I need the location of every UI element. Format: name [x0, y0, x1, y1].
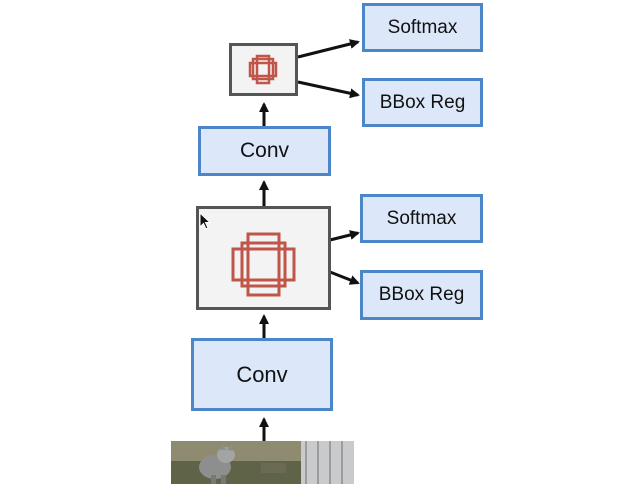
- conv-box-top: Conv: [198, 126, 331, 176]
- conv-box-bottom: Conv: [191, 338, 333, 411]
- anchor-boxes-icon: [231, 232, 296, 297]
- conv-label-bottom: Conv: [236, 361, 288, 387]
- bbox-reg-label-top: BBox Reg: [379, 91, 466, 113]
- anchor-box-large: [196, 206, 331, 310]
- arrow-anchors-to-bbox-reg: [329, 270, 360, 285]
- bbox-reg-label-mid: BBox Reg: [378, 284, 465, 305]
- conv-label-top: Conv: [239, 139, 290, 162]
- softmax-label-top: Softmax: [387, 16, 458, 38]
- softmax-box-mid: Softmax: [360, 194, 483, 243]
- input-image: [171, 441, 354, 484]
- softmax-box-top: Softmax: [362, 3, 483, 52]
- anchor-box-small: [229, 43, 298, 96]
- softmax-label-mid: Softmax: [386, 207, 457, 229]
- cat-photo-thumbnail: [171, 441, 354, 484]
- arrow-small-anchors-to-bbox-reg: [297, 80, 360, 99]
- arrow-small-anchors-to-softmax: [297, 39, 360, 59]
- bbox-reg-box-mid: BBox Reg: [360, 270, 483, 320]
- bbox-reg-box-top: BBox Reg: [362, 78, 483, 127]
- anchor-boxes-icon: [248, 54, 278, 85]
- arrow-anchors-to-softmax: [329, 230, 360, 242]
- mouse-pointer-icon: [199, 212, 211, 230]
